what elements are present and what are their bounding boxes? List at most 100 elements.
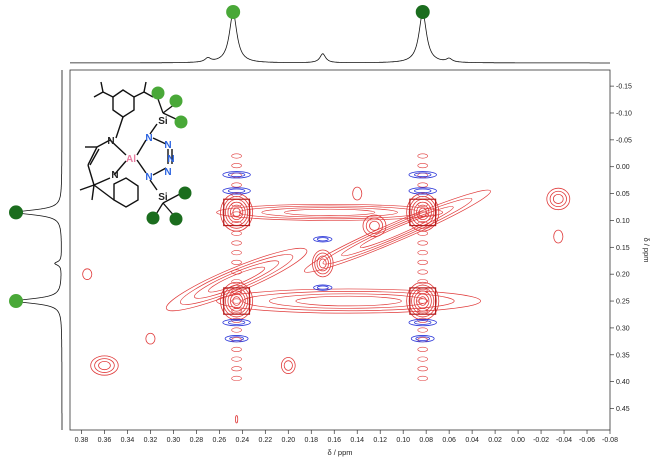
y-tick-label: 0.15 <box>616 245 630 252</box>
contour-ridge <box>284 208 376 216</box>
contour-positive <box>413 290 432 312</box>
contour-positive <box>220 281 254 321</box>
contour-negative <box>415 336 431 341</box>
contour-negative <box>313 236 333 243</box>
x-tick-label: 0.18 <box>304 437 318 444</box>
contour-positive <box>413 201 432 223</box>
x-tick-label: 0.28 <box>190 437 204 444</box>
contour-ridge <box>238 205 421 220</box>
atom-n-ligand-1: N <box>107 136 114 147</box>
contour-noise <box>231 327 242 333</box>
contour-positive <box>82 268 93 280</box>
contour-layer <box>82 153 571 424</box>
y-tick-label: 0.10 <box>616 218 630 225</box>
x-tick-label: 0.12 <box>373 437 387 444</box>
contour-noise <box>417 375 429 381</box>
contour-positive <box>418 296 427 306</box>
y-tick-label: 0.45 <box>616 406 630 413</box>
projection-layer <box>9 5 610 430</box>
contour-positive <box>316 255 329 272</box>
contour-positive <box>230 293 244 309</box>
contour-positive-core <box>223 287 251 315</box>
x-tick-label: 0.32 <box>144 437 158 444</box>
x-tick-label: 0.30 <box>167 437 181 444</box>
contour-noise <box>231 153 242 159</box>
contour-positive-core <box>409 287 437 315</box>
contour-noise <box>231 250 242 256</box>
x-tick-label: 0.14 <box>350 437 364 444</box>
contour-positive <box>416 204 430 221</box>
contour-noise <box>417 356 429 362</box>
contour-noise <box>417 279 429 285</box>
contour-noise <box>417 153 429 159</box>
contour-noise <box>231 298 242 304</box>
contour-ridge <box>295 295 402 307</box>
top-peak-marker-light-green <box>226 5 241 19</box>
contour-positive <box>314 252 332 275</box>
atom-n-ring-5: N <box>145 172 152 183</box>
atom-n-ring-2: N <box>164 140 171 151</box>
x-tick-label: 0.10 <box>396 437 410 444</box>
contour-noise <box>417 182 429 188</box>
contour-positive <box>98 360 111 371</box>
y-axis-label: δ / ppm <box>642 237 650 262</box>
contour-positive <box>227 290 246 312</box>
contour-positive <box>552 193 564 204</box>
contour-positive <box>408 284 437 318</box>
x-tick-label: 0.16 <box>327 437 341 444</box>
y-tick-label: 0.20 <box>616 272 630 279</box>
contour-positive <box>549 190 567 208</box>
contour-negative <box>316 237 329 242</box>
x-axis-label: δ / ppm <box>327 448 352 457</box>
y-tick-label: -0.05 <box>616 137 632 144</box>
contour-noise <box>231 279 242 285</box>
contour-noise <box>417 269 429 275</box>
contour-ridge <box>303 189 491 273</box>
contour-positive <box>553 229 564 244</box>
contour-noise <box>417 346 429 352</box>
atom-si-1: Si <box>158 116 168 127</box>
y-axis-ticks: -0.15-0.10-0.050.000.050.100.150.200.250… <box>610 84 632 413</box>
contour-positive <box>365 217 384 234</box>
contour-negative <box>313 284 333 291</box>
x-tick-label: 0.38 <box>75 437 89 444</box>
contour-positive <box>232 207 241 218</box>
y-tick-label: -0.15 <box>616 84 632 91</box>
contour-positive <box>406 193 440 232</box>
contour-noise <box>231 269 242 275</box>
contour-noise <box>231 163 242 169</box>
left-peak-marker-light-green <box>9 294 23 309</box>
contour-positive <box>406 281 440 321</box>
top-projection-trace <box>70 12 610 64</box>
contour-positive <box>222 284 251 318</box>
contour-positive <box>235 415 239 424</box>
contour-positive <box>222 196 251 229</box>
contour-noise <box>231 240 242 246</box>
contour-negative <box>410 335 435 343</box>
atom-si-2: Si <box>158 192 168 203</box>
contour-negative <box>229 336 244 341</box>
contour-noise <box>231 366 242 372</box>
contour-noise <box>231 182 242 188</box>
methyl-marker-light <box>151 86 165 100</box>
contour-negative <box>408 171 437 179</box>
contour-noise <box>417 211 429 217</box>
y-tick-label: -0.10 <box>616 110 632 117</box>
x-tick-label: 0.22 <box>259 437 273 444</box>
contour-noise <box>417 250 429 256</box>
contour-negative <box>227 172 246 178</box>
left-projection-trace <box>15 70 63 430</box>
methyl-marker-dark <box>178 186 192 200</box>
contour-positive <box>281 357 296 374</box>
plot-frame <box>69 69 611 431</box>
contour-negative <box>414 320 432 325</box>
contour-positive <box>362 214 387 237</box>
contour-positive <box>227 201 246 223</box>
atom-n-ring-3: N <box>167 154 174 165</box>
atom-n-ring-4: N <box>164 167 171 178</box>
contour-noise <box>417 163 429 169</box>
contour-positive <box>232 296 241 306</box>
atom-al: Al <box>126 154 136 165</box>
